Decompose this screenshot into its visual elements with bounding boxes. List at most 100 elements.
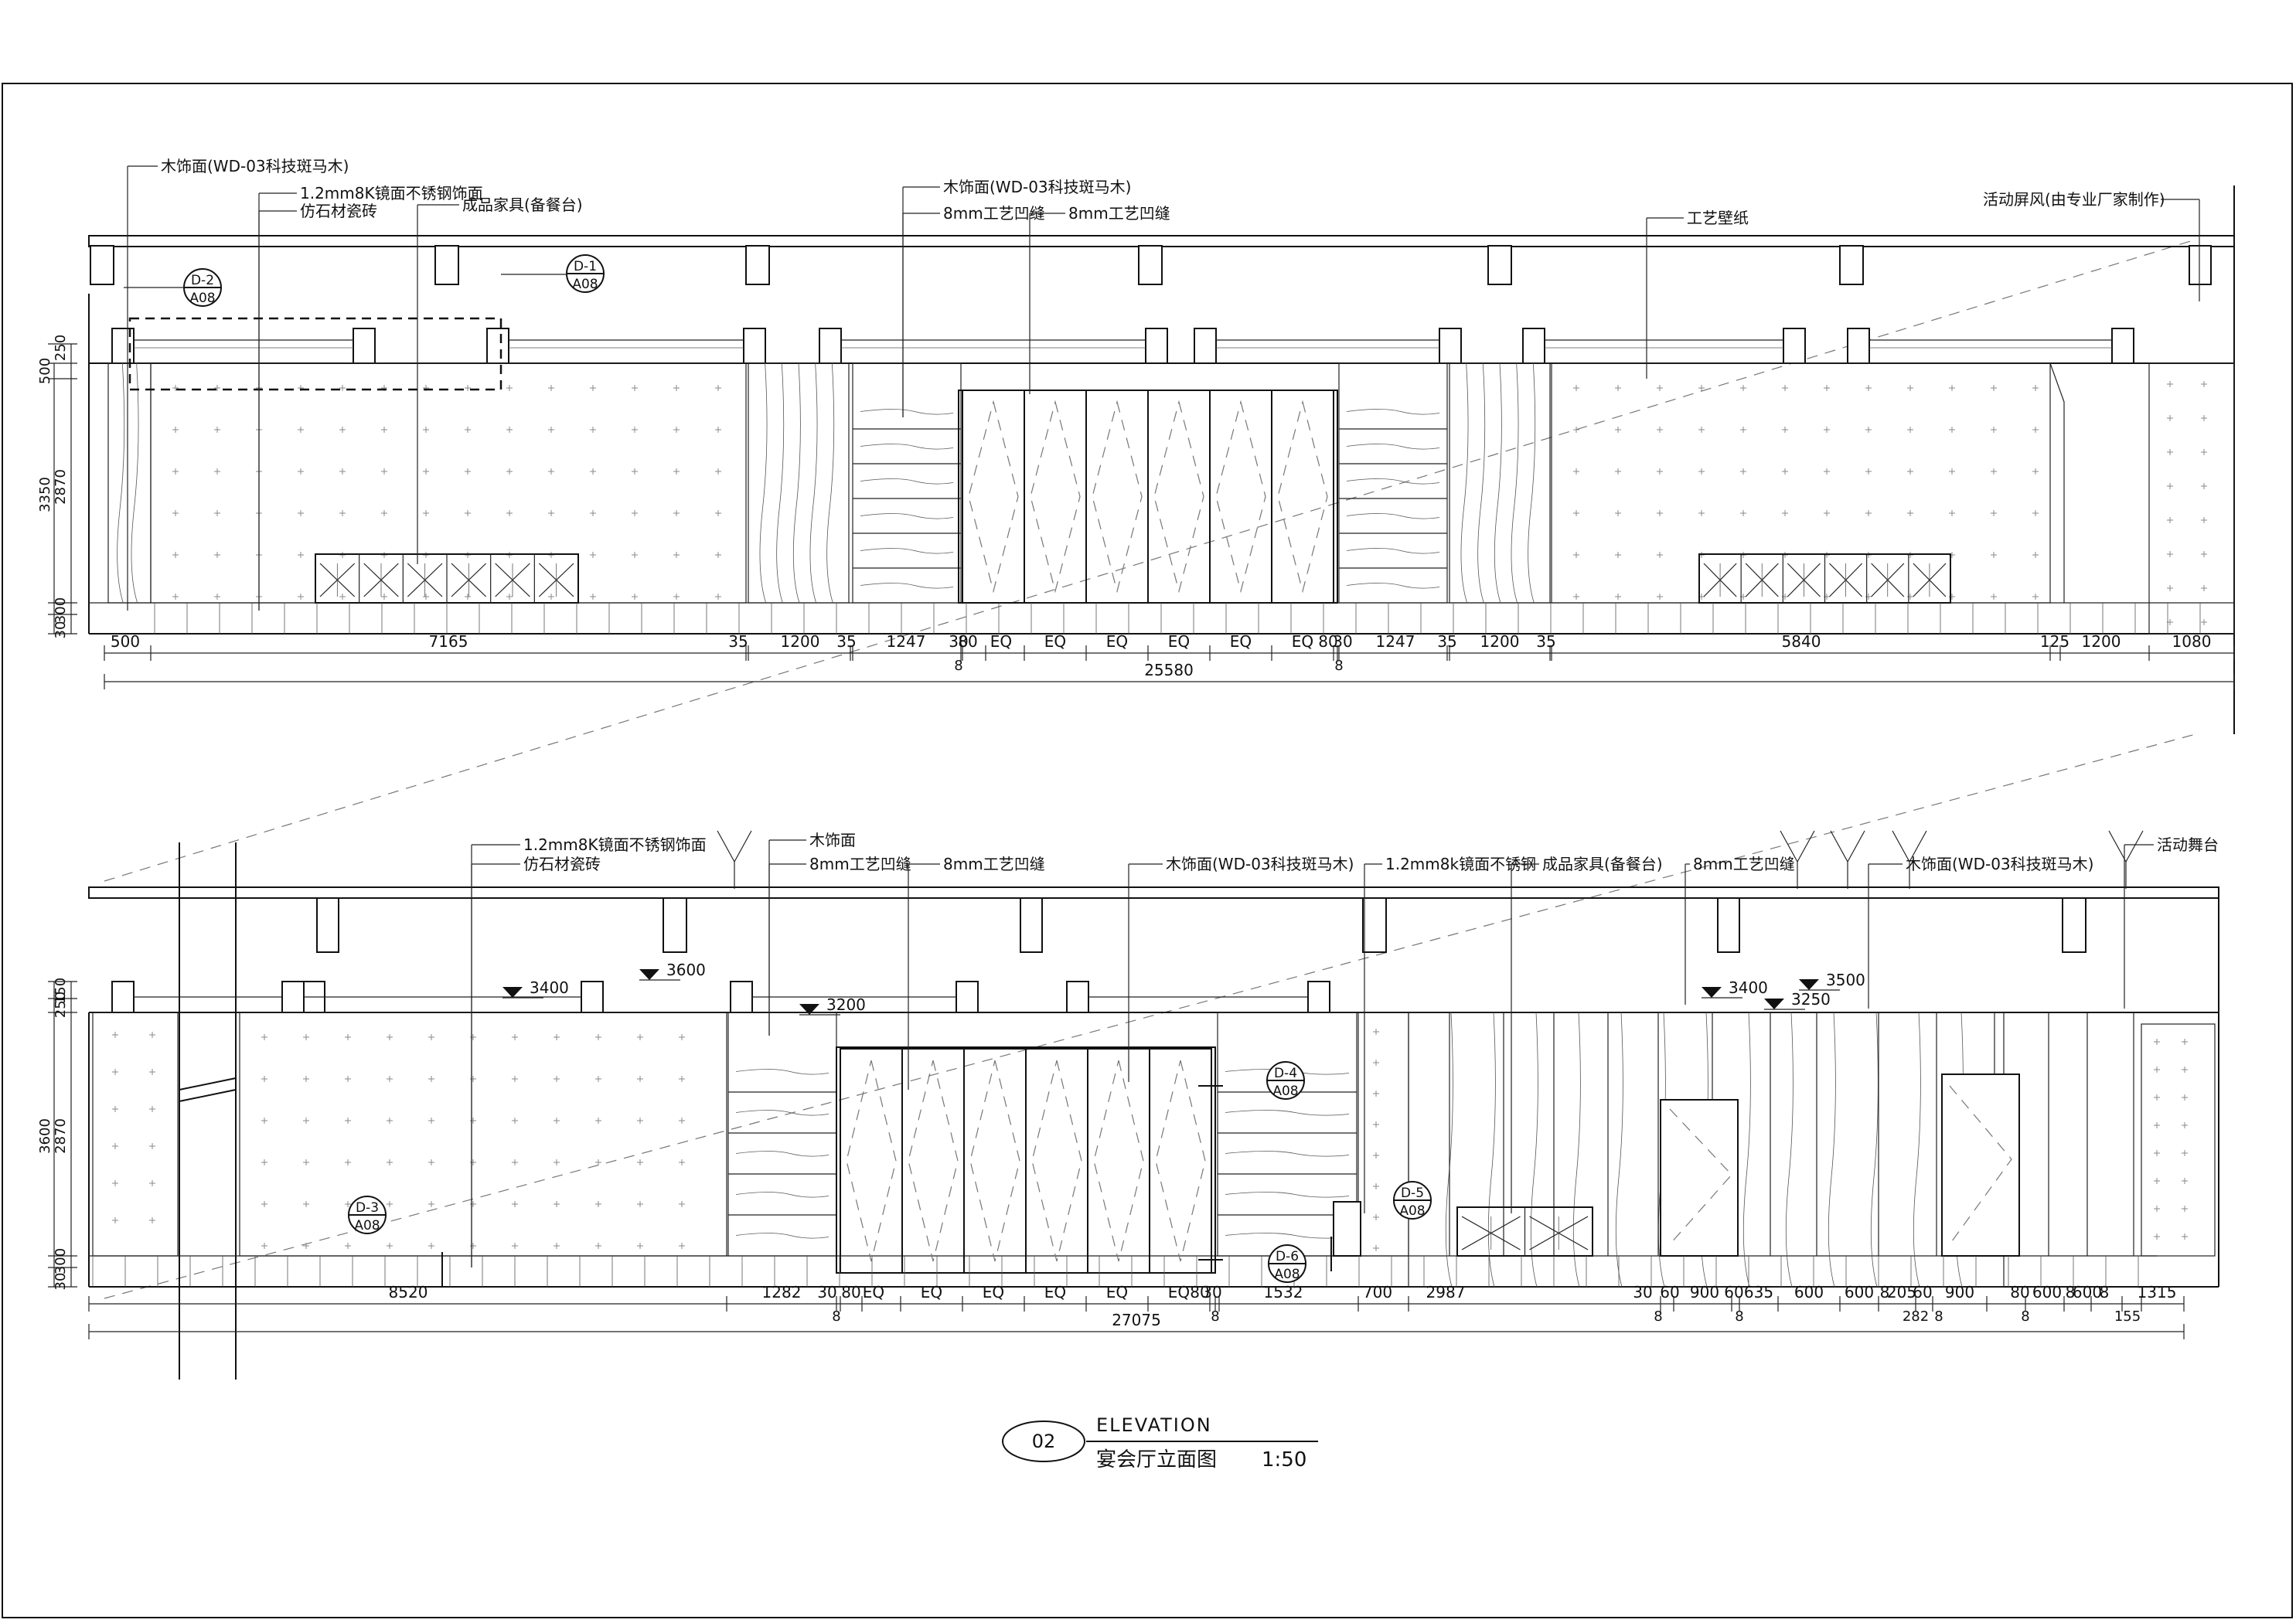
- sprinkler-mark: [1909, 830, 1927, 863]
- hdim-value: EQ: [1044, 632, 1066, 651]
- callout-wood-veneer: 木饰面(WD-03科技斑马木): [161, 157, 349, 175]
- grain-line: [1346, 478, 1440, 485]
- grain-line: [1494, 362, 1502, 604]
- door-diamond: [908, 1060, 959, 1262]
- wallpaper-pattern: [1573, 385, 2039, 600]
- sprinkler-mark: [717, 830, 735, 863]
- hdim-value: 900: [1690, 1283, 1719, 1301]
- callout-groove-3: 8mm工艺凹缝: [1693, 855, 1795, 873]
- callout-groove-1: 8mm工艺凹缝: [943, 204, 1045, 223]
- grain-line: [1225, 1110, 1350, 1116]
- grain-line: [1615, 1012, 1623, 1288]
- cove-drop: [1066, 981, 1089, 1013]
- level-mark: [799, 1004, 819, 1015]
- grain-line: [735, 1233, 829, 1239]
- grain-line: [1346, 583, 1440, 589]
- level-mark: [502, 987, 523, 998]
- wood-bands: [728, 1069, 836, 1239]
- door-swing: [1949, 1085, 2012, 1245]
- title-number: 02: [1032, 1431, 1056, 1452]
- hdim-value: 600: [1845, 1283, 1874, 1301]
- vdim-value: 30: [53, 621, 69, 639]
- buffet-cabinet: [1456, 1206, 1593, 1257]
- detail-box-D2: [128, 317, 502, 391]
- ceiling-beam: [2062, 897, 2086, 953]
- wallpaper-panel: [2148, 362, 2235, 635]
- hdim-value: 8: [1880, 1283, 1890, 1301]
- hdim-sub: 282: [1903, 1308, 1929, 1325]
- ceiling-beam: [2189, 245, 2212, 285]
- cove-drop: [581, 981, 604, 1013]
- hdim-value: 8520: [389, 1283, 428, 1301]
- vdim-value: 3350: [37, 477, 53, 512]
- callout-buffet: 成品家具(备餐台): [1542, 855, 1663, 873]
- door-diamond: [846, 1060, 897, 1262]
- grain-line: [860, 513, 954, 519]
- grain-line: [1225, 1233, 1350, 1239]
- grain-line: [735, 1069, 829, 1075]
- cove-drop: [1145, 328, 1168, 364]
- hdim-total: 25580: [1144, 661, 1194, 679]
- callout-groove-1: 8mm工艺凹缝: [809, 855, 911, 873]
- cove-drop: [1522, 328, 1545, 364]
- hdim-value: 5840: [1782, 632, 1821, 651]
- vdim-value: 250: [53, 335, 69, 361]
- grain-line: [1913, 1012, 1921, 1288]
- cove-drop: [956, 981, 979, 1013]
- wood-bands: [853, 409, 961, 589]
- buffet-cabinet: [315, 553, 579, 604]
- title-block: 02 ELEVATION 宴会厅立面图 1:50: [1002, 1414, 1318, 1472]
- hdim-value: 80: [2010, 1283, 2029, 1301]
- door-diamond: [969, 1060, 1020, 1262]
- grain-line: [1528, 362, 1536, 604]
- wood-band-panel: [727, 1012, 837, 1257]
- wood-pilaster: [107, 362, 152, 604]
- door-diamond: [1093, 1060, 1144, 1262]
- hdim-value: EQ: [1168, 1283, 1190, 1301]
- grain-line: [860, 478, 954, 485]
- sprinkler-mark: [1892, 830, 1910, 863]
- hdim-value: EQ: [1044, 1283, 1066, 1301]
- callout-wood: 木饰面: [809, 831, 856, 849]
- hdim-value: 35: [836, 632, 856, 651]
- cove-drop: [1847, 328, 1870, 364]
- door-diamond: [1215, 400, 1266, 594]
- hdim-value: EQ: [1168, 632, 1190, 651]
- hdim-value: EQ: [921, 1283, 942, 1301]
- ref-id: D-6: [1276, 1249, 1299, 1264]
- vdim-value: 300: [53, 597, 69, 624]
- hdim-sub: 8: [954, 658, 962, 674]
- wallpaper-pattern: [2154, 1039, 2188, 1240]
- grain-line: [735, 1192, 829, 1198]
- grain-line: [1346, 444, 1440, 450]
- wallpaper-panel: [150, 362, 747, 604]
- door-diamond: [1030, 400, 1081, 594]
- ref-sheet: A08: [1274, 1267, 1300, 1282]
- service-door: [1941, 1073, 2020, 1257]
- hdim-value: EQ: [990, 632, 1012, 651]
- grain-line: [1477, 362, 1486, 604]
- hdim-sub: 155: [2114, 1308, 2141, 1325]
- callout-wood-veneer: 木饰面(WD-03科技斑马木): [1166, 855, 1354, 873]
- folding-door: [840, 1048, 1212, 1274]
- hdim-value: 60: [1913, 1283, 1932, 1301]
- title-scale: 1:50: [1262, 1448, 1306, 1472]
- grain-line: [792, 362, 801, 604]
- grain-line: [1346, 409, 1440, 415]
- title-number-bubble: [1002, 1421, 1085, 1462]
- callout-stone-tile: 仿石材瓷砖: [523, 855, 601, 873]
- hdim-value: EQ: [863, 1283, 884, 1301]
- grain-line: [809, 362, 818, 604]
- ref-sheet: A08: [189, 291, 215, 306]
- door-diamond: [968, 400, 1019, 594]
- sprinkler-mark: [1780, 830, 1798, 863]
- ref-sheet: A08: [354, 1218, 380, 1233]
- callout-wood-veneer-2: 木饰面(WD-03科技斑马木): [1906, 855, 2093, 873]
- wallpaper-panel: [92, 1012, 179, 1257]
- hdim-value: 30: [1633, 1283, 1652, 1301]
- break-line: [179, 1089, 237, 1102]
- wallpaper-pattern: [172, 385, 721, 600]
- lower-elevation: D-3A08D-4A08D-5A08D-6A083400360032003400…: [37, 830, 2219, 1380]
